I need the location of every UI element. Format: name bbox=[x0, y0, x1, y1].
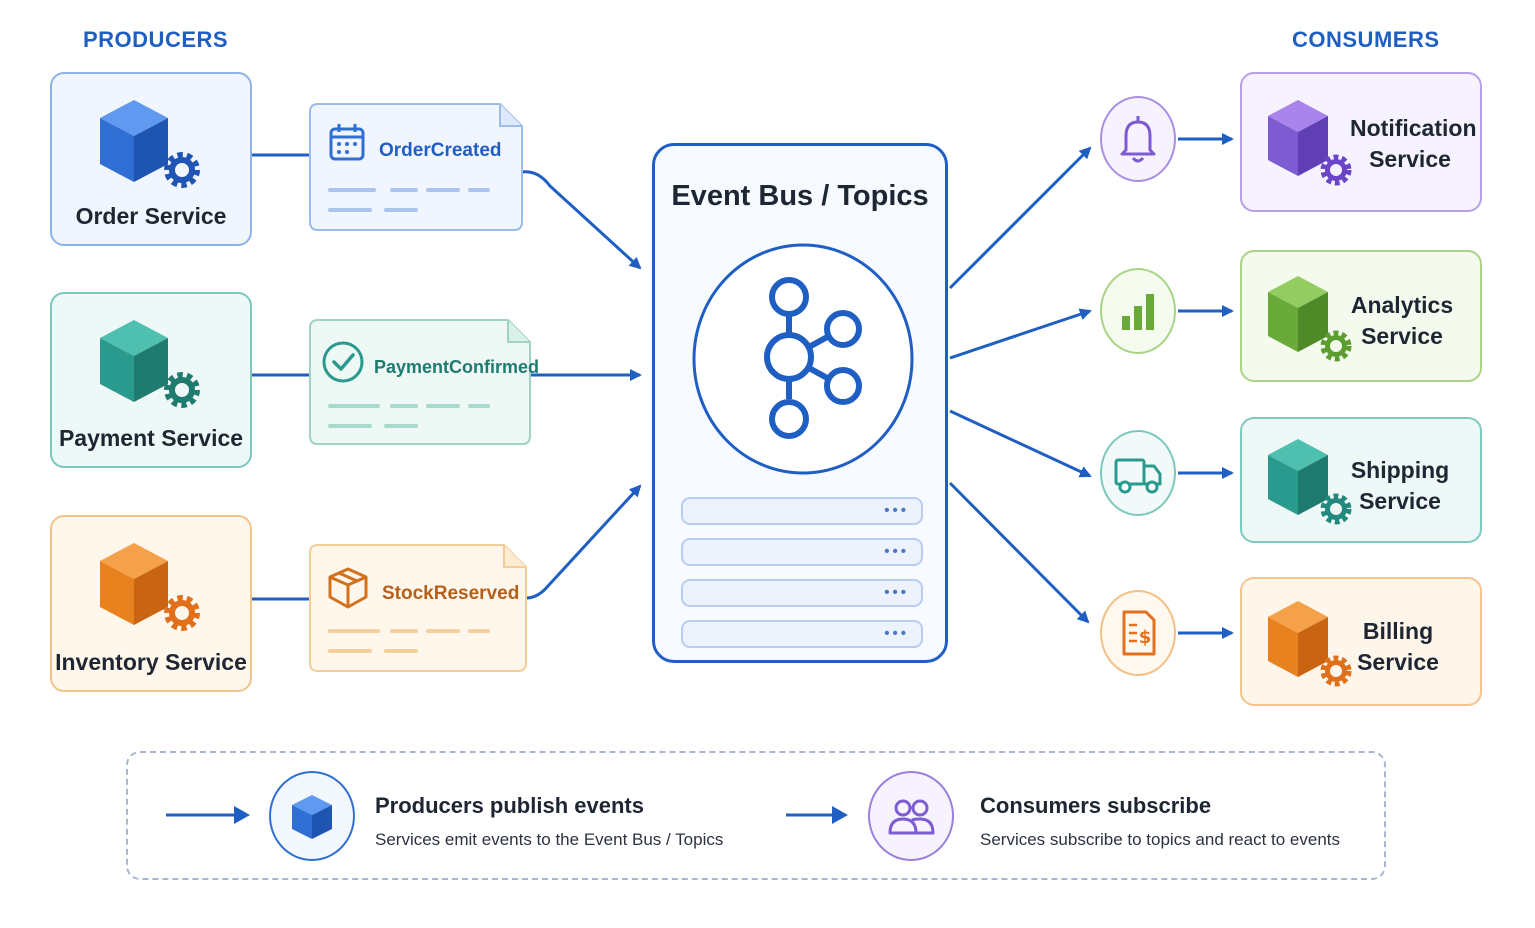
consumers-heading: CONSUMERS bbox=[1292, 27, 1440, 52]
producer-payment-service[interactable]: Payment Service bbox=[50, 292, 252, 468]
consumer-notification-service[interactable]: Notification Service bbox=[1240, 72, 1482, 212]
producer-label: Payment Service bbox=[58, 425, 244, 451]
cube-gear-icon bbox=[1268, 439, 1352, 525]
legend-panel: Producers publish events Services emit e… bbox=[126, 751, 1386, 880]
svg-text:$: $ bbox=[1139, 627, 1152, 648]
arrow-to-analytics bbox=[949, 308, 1092, 360]
bell-icon bbox=[1100, 96, 1176, 182]
topic-row[interactable]: ••• bbox=[681, 497, 923, 525]
topic-row[interactable]: ••• bbox=[681, 620, 923, 648]
cube-gear-icon bbox=[1268, 601, 1352, 687]
check-circle-icon bbox=[322, 341, 364, 383]
event-name: PaymentConfirmed bbox=[374, 357, 540, 377]
legend-publish-desc: Services emit events to the Event Bus / … bbox=[375, 830, 724, 849]
event-card-paymentconfirmed: PaymentConfirmed bbox=[308, 318, 539, 446]
arrow-to-notification bbox=[948, 146, 1092, 290]
event-bus-title: Event Bus / Topics bbox=[671, 180, 929, 212]
bar-chart-icon bbox=[1100, 268, 1176, 354]
kafka-icon bbox=[692, 243, 914, 475]
producer-order-service[interactable]: Order Service bbox=[50, 72, 252, 246]
truck-icon bbox=[1100, 430, 1176, 516]
cube-gear-icon bbox=[1268, 100, 1352, 186]
consumer-label: Billing Service bbox=[1357, 618, 1439, 675]
event-card-stockreserved: StockReserved bbox=[308, 543, 528, 673]
topic-row[interactable]: ••• bbox=[681, 538, 923, 566]
consumer-billing-service[interactable]: Billing Service bbox=[1240, 577, 1482, 706]
arrow-stockreserved bbox=[525, 484, 642, 600]
arrow-to-shipping bbox=[949, 409, 1092, 478]
arrow-right-icon bbox=[166, 806, 250, 824]
cube-gear-icon bbox=[1268, 276, 1352, 362]
arrow-ordercreated bbox=[521, 170, 642, 270]
event-bus-panel: Event Bus / Topics ••• ••• ••• ••• bbox=[652, 143, 948, 663]
cube-icon bbox=[269, 771, 355, 861]
consumer-analytics-service[interactable]: Analytics Service bbox=[1240, 250, 1482, 382]
producer-label: Inventory Service bbox=[55, 649, 247, 675]
event-card-ordercreated: OrderCreated bbox=[308, 102, 524, 232]
topic-row[interactable]: ••• bbox=[681, 579, 923, 607]
package-icon bbox=[328, 567, 368, 609]
consumer-label: Shipping Service bbox=[1350, 457, 1450, 514]
cube-gear-icon bbox=[100, 100, 200, 188]
arrow-right-icon bbox=[786, 806, 848, 824]
calendar-icon bbox=[329, 124, 365, 161]
producers-heading: PRODUCERS bbox=[83, 27, 229, 52]
legend-subscribe-desc: Services subscribe to topics and react t… bbox=[980, 830, 1341, 849]
cube-gear-icon bbox=[100, 543, 200, 631]
arrow-to-billing bbox=[948, 481, 1090, 624]
users-icon bbox=[868, 771, 954, 861]
invoice-icon: $ bbox=[1100, 590, 1176, 676]
event-name: OrderCreated bbox=[379, 140, 502, 161]
producer-inventory-service[interactable]: Inventory Service bbox=[50, 515, 252, 692]
producer-label: Order Service bbox=[75, 203, 227, 229]
event-name: StockReserved bbox=[382, 583, 520, 604]
legend-subscribe-title: Consumers subscribe bbox=[980, 793, 1212, 818]
cube-gear-icon bbox=[100, 320, 200, 408]
legend-publish-title: Producers publish events bbox=[375, 793, 644, 818]
consumer-label: Analytics Service bbox=[1350, 292, 1454, 349]
consumer-label: Notification Service bbox=[1350, 115, 1477, 172]
consumer-shipping-service[interactable]: Shipping Service bbox=[1240, 417, 1482, 543]
